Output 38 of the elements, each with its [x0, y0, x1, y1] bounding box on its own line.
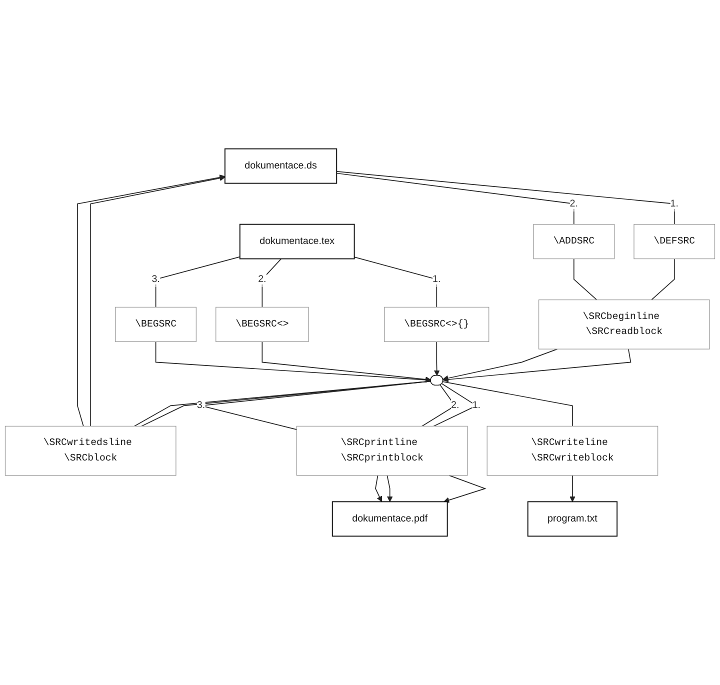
connector — [155, 256, 240, 308]
node-box: \SRCbeginline \SRCreadblock — [538, 300, 710, 350]
arrow — [444, 475, 486, 503]
node-box: \SRCwritedsline \SRCblock — [4, 426, 176, 476]
connector — [262, 258, 282, 308]
arrow — [442, 348, 632, 382]
arrow — [570, 475, 576, 502]
connector — [651, 258, 675, 300]
edge-label: 2. — [258, 273, 266, 284]
node-box: \BEGSRC — [115, 306, 197, 342]
arrow — [155, 341, 432, 383]
connector — [336, 170, 675, 225]
arrow — [375, 475, 382, 502]
arrow — [386, 475, 393, 502]
edge-label: 3. — [196, 400, 206, 411]
arrow — [442, 348, 558, 382]
connector — [336, 172, 574, 225]
node-box: \SRCwriteline \SRCwriteblock — [486, 426, 658, 476]
node-box: \DEFSRC — [634, 224, 716, 260]
arrow — [262, 341, 432, 382]
node-box: \SRCprintline \SRCprintblock — [296, 426, 468, 476]
edge-label: 1. — [432, 273, 441, 284]
node-box: dokumentace.pdf — [332, 501, 448, 537]
edge-label: 2. — [450, 400, 460, 411]
connector — [354, 256, 438, 308]
edge-label: 1. — [670, 198, 678, 209]
node-box: \ADDSRC — [533, 224, 615, 260]
node-box: \BEGSRC<>{} — [384, 306, 490, 342]
node-box: program.txt — [527, 501, 618, 537]
edge-label: 1. — [472, 400, 481, 411]
edge-label: 3. — [152, 273, 160, 284]
edge-label: 2. — [570, 198, 578, 209]
arrow — [434, 341, 440, 376]
node-box: dokumentace.ds — [224, 148, 338, 184]
connector — [573, 258, 598, 300]
node-box: dokumentace.tex — [239, 224, 355, 260]
connector — [442, 381, 573, 427]
node-box: \BEGSRC<> — [216, 306, 309, 342]
